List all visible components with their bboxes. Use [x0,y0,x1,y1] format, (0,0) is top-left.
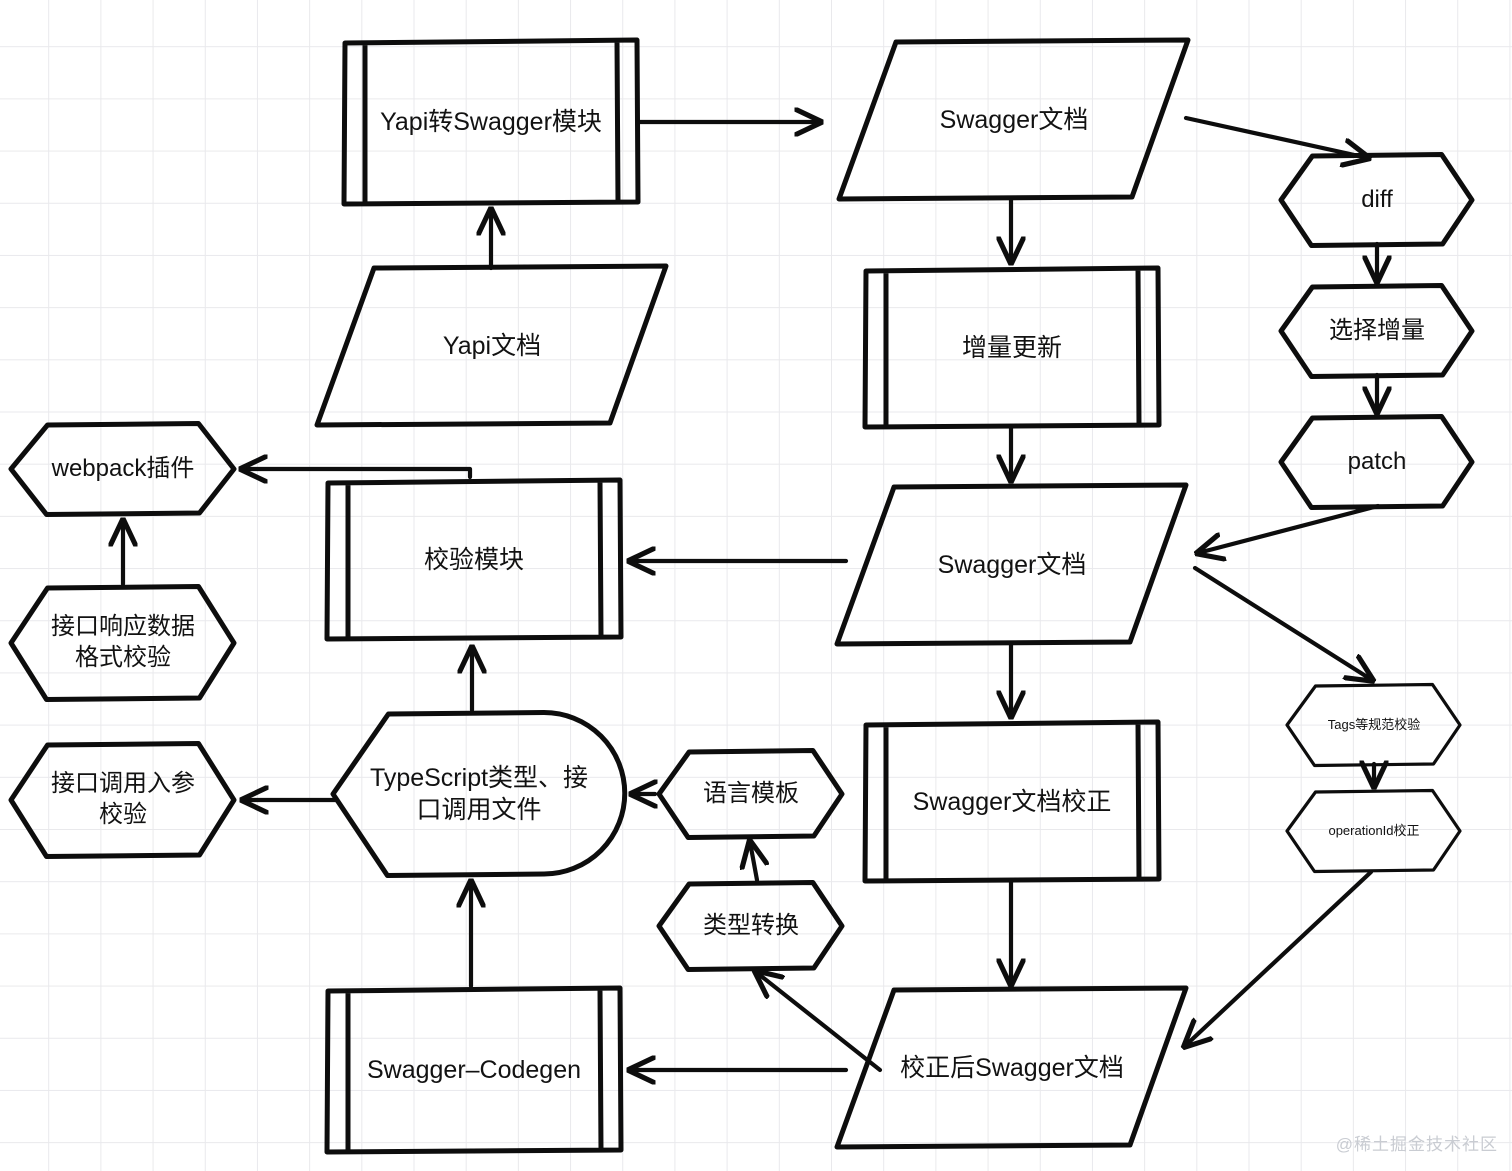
node-shape-incremental_update[interactable] [862,265,1162,430]
node-shape-ts_types[interactable] [330,710,628,878]
node-shape-req_param_check[interactable] [8,741,237,859]
node-shape-swagger_doc_mid[interactable] [834,482,1189,647]
node-shape-select_increment[interactable] [1278,283,1475,379]
node-shape-resp_format_check[interactable] [8,584,237,702]
edge-type-convert-to-lang-template [750,842,757,883]
node-shape-yapi_doc[interactable] [314,263,669,428]
node-shape-operationid_fix[interactable] [1285,788,1462,874]
node-shape-patch[interactable] [1278,414,1475,510]
node-shape-swagger_doc_top[interactable] [836,37,1191,202]
node-shape-tags_spec_check[interactable] [1285,682,1462,768]
watermark: @稀土掘金技术社区 [1335,1135,1498,1154]
node-shape-swagger_doc_fix[interactable] [862,719,1162,884]
node-shape-diff[interactable] [1278,152,1475,248]
node-shape-webpack_plugin[interactable] [8,421,237,517]
node-shape-verify_module[interactable] [324,477,624,642]
edge-patch-to-swagger-doc-mid [1198,503,1381,553]
edge-verify-module-to-webpack-plugin [242,469,473,477]
node-shape-swagger_doc_fixed[interactable] [834,985,1189,1150]
node-shape-lang_template[interactable] [656,748,845,840]
edge-operationid-fix-to-swagger-doc-fixed [1185,869,1374,1046]
edge-lines [123,118,1378,1070]
node-shapes [8,37,1475,1155]
node-shape-type_convert[interactable] [656,880,845,972]
edge-swagger-doc-top-to-diff [1183,115,1368,158]
node-shape-yapi2swagger[interactable] [341,37,641,207]
edge-swagger-doc-fixed-to-type-convert [756,972,883,1073]
edge-swagger-doc-mid-to-tags-check [1192,565,1372,680]
node-shape-swagger_codegen[interactable] [324,985,624,1155]
